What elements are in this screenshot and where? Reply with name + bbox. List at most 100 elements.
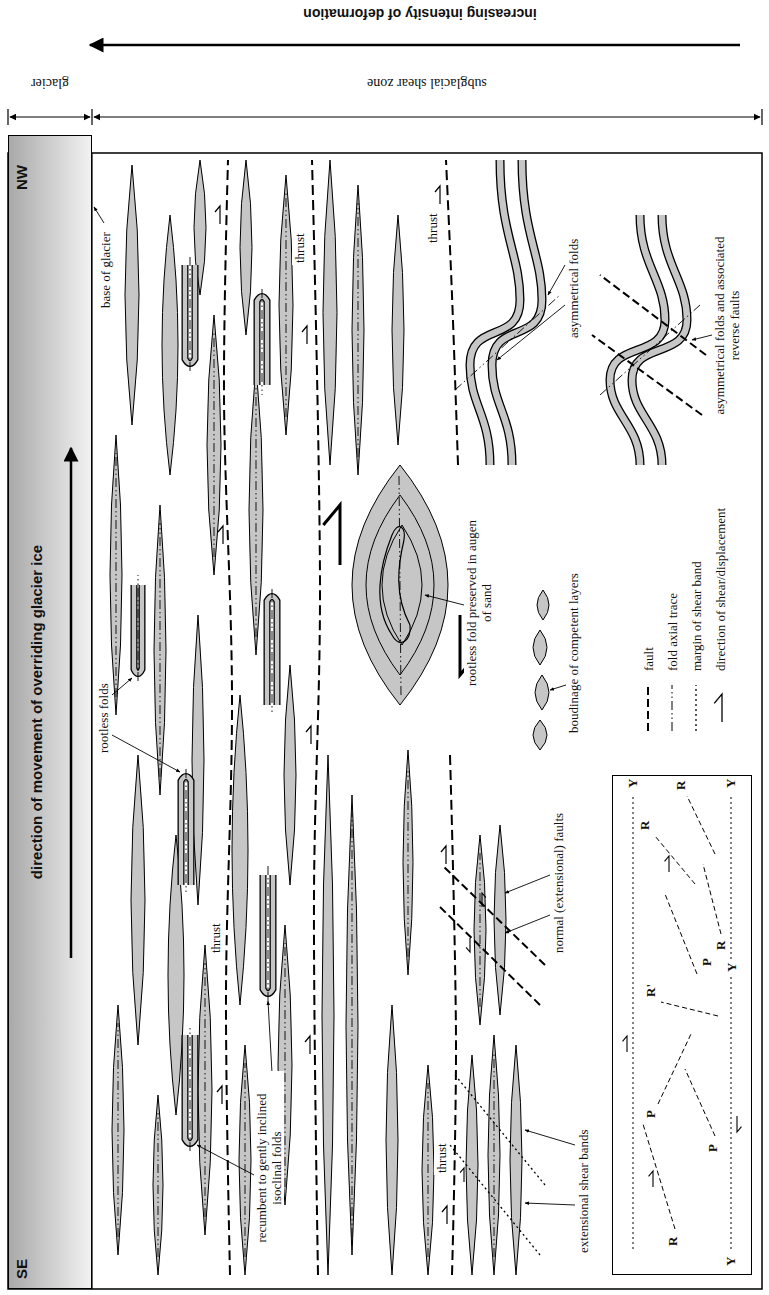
shear-arrow bbox=[435, 186, 440, 204]
legend-text: margin of shear band bbox=[689, 561, 704, 671]
leader-line bbox=[505, 915, 550, 933]
legend-sample bbox=[664, 679, 680, 735]
fold-axial-trace bbox=[214, 333, 215, 557]
shear-letter: R' bbox=[643, 982, 658, 999]
normal-fault bbox=[438, 905, 540, 1005]
legend-sample-line bbox=[695, 685, 696, 731]
shear-letter: Y bbox=[625, 777, 640, 790]
asymmetrical-fold-fill bbox=[632, 215, 687, 465]
isoclinal-fold-fill bbox=[134, 585, 142, 674]
zone-label: glacier bbox=[31, 76, 69, 91]
sand-layer bbox=[386, 1005, 398, 1275]
fold-axial-trace bbox=[494, 1053, 495, 1257]
leader-line bbox=[505, 875, 550, 893]
fold-axial-trace bbox=[256, 383, 257, 637]
p-shear bbox=[658, 1034, 691, 1104]
leader-line bbox=[525, 1130, 575, 1145]
glacier-band-text: direction of movement of overriding glac… bbox=[29, 136, 44, 1288]
legend-row: fault bbox=[636, 508, 660, 735]
fault-label: thrust bbox=[208, 921, 223, 955]
feature-label: extensional shear bands bbox=[576, 1128, 591, 1255]
shear-arrow bbox=[466, 938, 470, 952]
fold-axial-trace bbox=[600, 305, 700, 395]
fold-axial-trace bbox=[428, 1083, 429, 1257]
shear-arrow bbox=[649, 1171, 653, 1187]
r-shear bbox=[643, 1124, 675, 1229]
shear-arrow bbox=[305, 1036, 310, 1054]
bracket-tick bbox=[7, 109, 8, 125]
sand-layer bbox=[131, 755, 145, 1045]
legend: faultfold axial trace margin of shear ban… bbox=[636, 508, 732, 735]
asymmetrical-fold bbox=[492, 160, 542, 465]
fold-axial-trace bbox=[408, 768, 409, 957]
feature-label: rootless folds bbox=[96, 681, 111, 755]
fold-axial-trace bbox=[272, 589, 273, 715]
sand-augen bbox=[352, 465, 448, 705]
fault-label: thrust bbox=[425, 211, 440, 245]
legend-row: direction of shear/displacement bbox=[708, 508, 732, 735]
shear-letter: R bbox=[673, 779, 688, 792]
legend-sample-line bbox=[714, 694, 722, 722]
legend-row: margin of shear band bbox=[684, 508, 708, 735]
sand-layer bbox=[232, 695, 248, 1005]
leader-line bbox=[197, 1145, 254, 1175]
fold-axial-trace bbox=[352, 813, 353, 1237]
thrust-fault bbox=[446, 160, 458, 465]
y-shear bbox=[731, 794, 732, 1249]
fold-axial-trace bbox=[116, 453, 117, 697]
sand-layer bbox=[279, 175, 293, 435]
sand-layer bbox=[249, 365, 263, 655]
sand-layer bbox=[322, 755, 334, 1275]
legend-sample bbox=[640, 679, 656, 735]
feature-label: rootless fold preserved in augen of sand bbox=[464, 511, 494, 695]
sand-layer bbox=[112, 1005, 124, 1255]
sand-layer bbox=[198, 945, 212, 1235]
fold-axial-trace bbox=[190, 1025, 191, 1151]
p-shear bbox=[685, 1069, 715, 1136]
leader-line bbox=[497, 305, 565, 360]
leader-line bbox=[112, 678, 132, 695]
sand-layer bbox=[535, 675, 549, 710]
shear-arrow bbox=[306, 726, 311, 744]
legend-sample bbox=[712, 679, 728, 735]
shear-letter: Y bbox=[723, 777, 738, 790]
shear-zone-bracket bbox=[94, 116, 760, 117]
fold-axial-trace bbox=[245, 1063, 246, 1257]
shear-letter: P bbox=[705, 1142, 720, 1154]
zone-label: subglacial shear zone bbox=[367, 76, 487, 91]
thrust-fault bbox=[224, 160, 232, 1275]
shear-letter: P bbox=[699, 956, 714, 968]
thrust-fault bbox=[312, 160, 320, 1275]
asymmetrical-fold-fill bbox=[610, 215, 665, 465]
sand-layer bbox=[154, 505, 166, 795]
r-shear bbox=[687, 796, 715, 854]
axis-label: increasing intensity of deformation bbox=[303, 6, 536, 21]
shear-arrow bbox=[215, 206, 220, 224]
sand-layer bbox=[162, 215, 178, 475]
leader-line bbox=[548, 265, 565, 295]
legend-sample-line bbox=[647, 685, 649, 731]
shear-arrow bbox=[482, 893, 486, 907]
shear-letter: Y bbox=[724, 961, 739, 974]
fault-label: thrust bbox=[292, 231, 307, 265]
shear-arrow bbox=[217, 1086, 222, 1104]
legend-text: direction of shear/displacement bbox=[713, 508, 728, 671]
shear-arrow bbox=[665, 856, 669, 872]
feature-label: base of glacier bbox=[98, 230, 113, 310]
normal-fault bbox=[442, 865, 545, 965]
fold-axial-trace bbox=[399, 475, 401, 695]
legend-row: fold axial trace bbox=[660, 508, 684, 735]
rootless-fold bbox=[380, 527, 410, 643]
fold-axial-trace bbox=[480, 853, 481, 1007]
shear-sense-arrow bbox=[323, 505, 340, 565]
leader-line bbox=[525, 1203, 575, 1205]
leader-line bbox=[112, 735, 180, 772]
r-shear bbox=[655, 836, 695, 884]
shear-arrow bbox=[623, 1036, 627, 1052]
fold-axial-trace bbox=[286, 193, 287, 417]
sand-layer bbox=[323, 160, 337, 465]
y-shear bbox=[633, 794, 634, 1249]
shear-arrow bbox=[218, 526, 223, 544]
sand-layer bbox=[110, 435, 122, 715]
